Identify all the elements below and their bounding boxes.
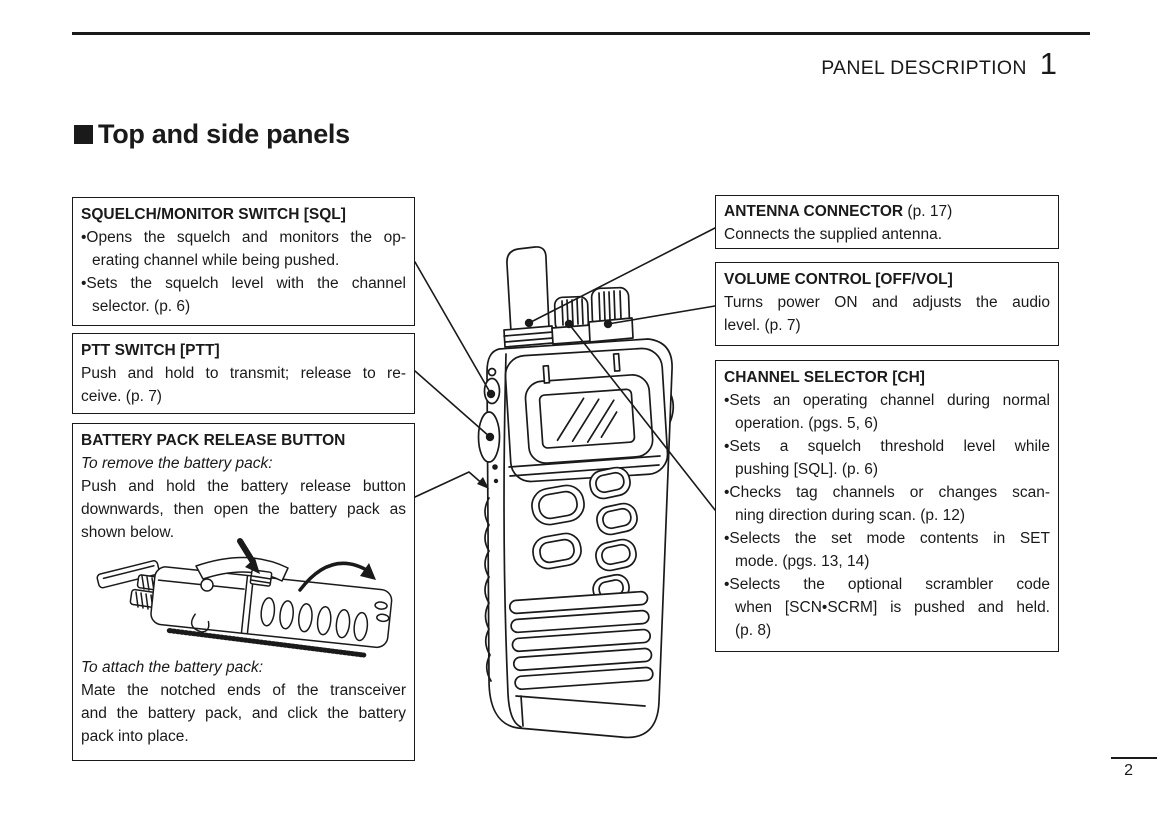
speaker-grille bbox=[508, 590, 654, 691]
side-screw bbox=[493, 478, 499, 484]
display-drawing bbox=[524, 352, 654, 464]
section-square-icon bbox=[74, 125, 93, 144]
display-post-right bbox=[612, 352, 621, 372]
battery-illustration-area bbox=[81, 544, 406, 656]
grip-scallops bbox=[484, 497, 492, 682]
keypad-buttons bbox=[531, 466, 638, 604]
display-post-left bbox=[542, 364, 551, 384]
box-title: VOLUME CONTROL [OFF/VOL] bbox=[724, 271, 953, 288]
bullet-item: •Checks tag channels or changes scan-nin… bbox=[724, 484, 1050, 524]
leader-squelch bbox=[414, 261, 496, 399]
mid-band-line bbox=[509, 464, 660, 477]
leader-antenna bbox=[524, 227, 716, 328]
side-bump-right bbox=[664, 385, 675, 433]
box-title: ANTENNA CONNECTOR (p. 17) bbox=[724, 203, 953, 220]
ptt-side-button bbox=[477, 411, 501, 463]
chapter-number: 1 bbox=[1039, 46, 1057, 81]
face-inner-outline bbox=[504, 347, 669, 483]
box-title: CHANNEL SELECTOR [CH] bbox=[724, 369, 925, 386]
section-title: Top and side panels bbox=[98, 119, 350, 149]
callout-leaders bbox=[414, 227, 716, 511]
text-item: Mate the notched ends of the transceiver… bbox=[81, 682, 406, 745]
text-item: Connects the supplied antenna. bbox=[724, 226, 943, 243]
antenna-drawing bbox=[503, 246, 554, 348]
leader-channel bbox=[564, 319, 716, 511]
header-title: PANEL DESCRIPTION bbox=[821, 57, 1027, 79]
transceiver-illustration bbox=[477, 246, 675, 739]
side-inner-line bbox=[503, 353, 522, 728]
mid-band-line bbox=[508, 455, 661, 468]
text-item: Push and hold the battery release button… bbox=[81, 478, 406, 541]
page-number: 2 bbox=[1124, 762, 1133, 779]
bottom-band-line bbox=[520, 695, 524, 727]
callout-box-volume: VOLUME CONTROL [OFF/VOL] Turns power ON … bbox=[715, 262, 1059, 346]
page-number-rule bbox=[1111, 757, 1157, 759]
box-title: BATTERY PACK RELEASE BUTTON bbox=[81, 432, 346, 449]
bullet-item: •Sets the squelch level with the channel… bbox=[81, 275, 406, 315]
callout-box-ptt: PTT SWITCH [PTT] Push and hold to transm… bbox=[72, 333, 415, 414]
box-title: PTT SWITCH [PTT] bbox=[81, 342, 220, 359]
sql-side-button bbox=[483, 377, 501, 405]
box-title-page-ref: (p. 17) bbox=[903, 203, 953, 220]
section-heading: Top and side panels bbox=[74, 119, 350, 150]
attach-label: To attach the battery pack: bbox=[81, 659, 264, 676]
leader-ptt bbox=[414, 370, 495, 442]
volume-knob-drawing bbox=[588, 286, 634, 343]
box-title: SQUELCH/MONITOR SWITCH [SQL] bbox=[81, 206, 346, 223]
side-screw bbox=[492, 464, 498, 470]
leader-battery-arrow bbox=[414, 471, 489, 498]
page-header: PANEL DESCRIPTION 1 bbox=[821, 46, 1057, 82]
callout-box-antenna: ANTENNA CONNECTOR (p. 17) Connects the s… bbox=[715, 195, 1059, 249]
bottom-band-line bbox=[515, 695, 646, 707]
bullet-item: •Sets an operating channel during normal… bbox=[724, 392, 1050, 432]
remove-label: To remove the battery pack: bbox=[81, 455, 273, 472]
callout-box-squelch: SQUELCH/MONITOR SWITCH [SQL] •Opens the … bbox=[72, 197, 415, 326]
callout-box-channel: CHANNEL SELECTOR [CH] •Sets an operating… bbox=[715, 360, 1059, 652]
channel-knob-drawing bbox=[551, 295, 593, 345]
callout-box-battery: BATTERY PACK RELEASE BUTTON To remove th… bbox=[72, 423, 415, 761]
leader-volume bbox=[603, 305, 716, 329]
side-notch bbox=[487, 367, 497, 377]
text-item: Push and hold to transmit; release to re… bbox=[81, 365, 406, 405]
top-rule bbox=[72, 32, 1090, 35]
body-outline bbox=[486, 338, 673, 739]
bullet-item: •Opens the squelch and monitors the op-e… bbox=[81, 229, 406, 269]
